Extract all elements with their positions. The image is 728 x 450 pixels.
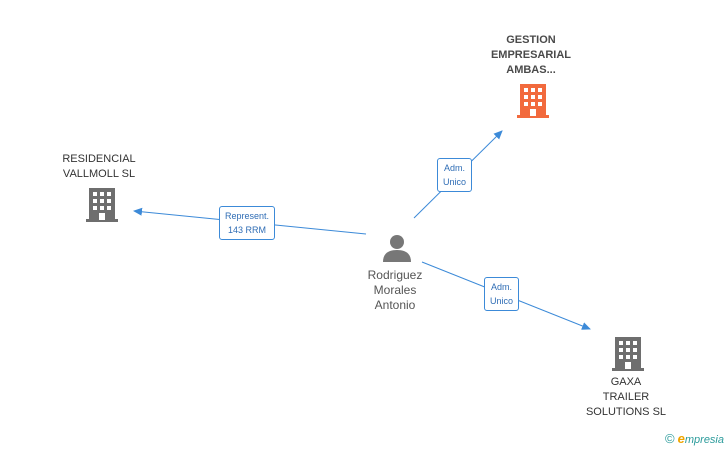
gestion-label[interactable]: GESTION EMPRESARIAL AMBAS...: [490, 34, 572, 76]
edge-label-to-residencial: Represent. 143 RRM: [219, 206, 276, 240]
empresia-watermark: ©empresia: [665, 431, 724, 446]
edge-label-to-gestion: Adm. Unico: [437, 158, 473, 192]
brand-initial: e: [677, 431, 685, 446]
person-icon[interactable]: [382, 233, 412, 263]
residencial-label[interactable]: RESIDENCIAL VALLMOLL SL: [62, 153, 136, 180]
brand-name: mpresia: [684, 434, 724, 446]
building-icon[interactable]: [517, 83, 549, 118]
building-icon[interactable]: [86, 187, 118, 222]
copyright-symbol: ©: [665, 431, 675, 446]
edge-label-to-gaxa: Adm. Unico: [484, 277, 520, 311]
building-icon[interactable]: [612, 336, 644, 371]
person-label[interactable]: Rodriguez Morales Antonio: [367, 268, 423, 312]
gaxa-label[interactable]: GAXA TRAILER SOLUTIONS SL: [585, 376, 667, 418]
